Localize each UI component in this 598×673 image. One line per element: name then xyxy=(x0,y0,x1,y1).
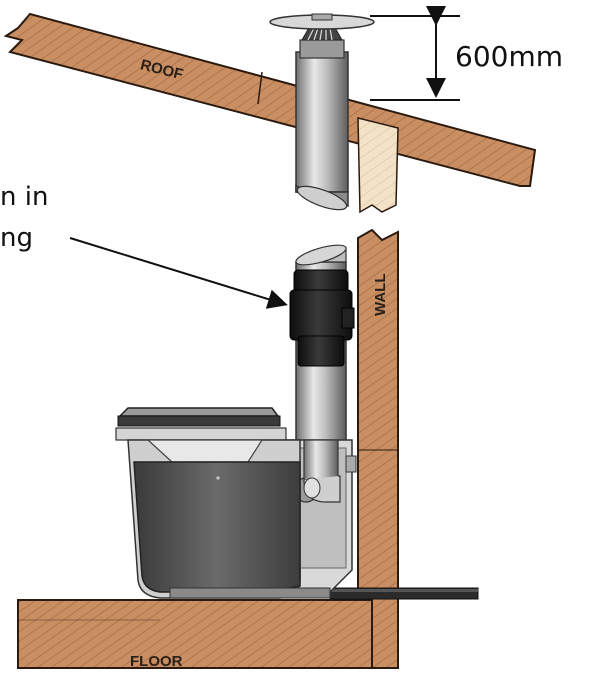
floor-label: FLOOR xyxy=(130,653,183,670)
callout-text-line2: ng xyxy=(0,223,33,253)
dimension-label: 600mm xyxy=(455,40,563,73)
roof-beam xyxy=(3,12,537,187)
wall-label: WALL xyxy=(372,274,389,317)
drain-pipe xyxy=(329,587,479,600)
toilet-bowl xyxy=(127,439,331,599)
callout-text-line1: n in xyxy=(0,182,48,212)
vent-cowl xyxy=(269,13,375,59)
wall-top-stud xyxy=(357,117,399,214)
toilet-seat xyxy=(115,407,287,441)
dimension-600mm xyxy=(370,6,460,101)
inline-fan xyxy=(289,269,355,367)
vent-pipe-upper xyxy=(295,51,349,211)
arrow-icon xyxy=(69,237,288,309)
floor xyxy=(17,599,373,669)
vent-elbow xyxy=(303,439,341,503)
